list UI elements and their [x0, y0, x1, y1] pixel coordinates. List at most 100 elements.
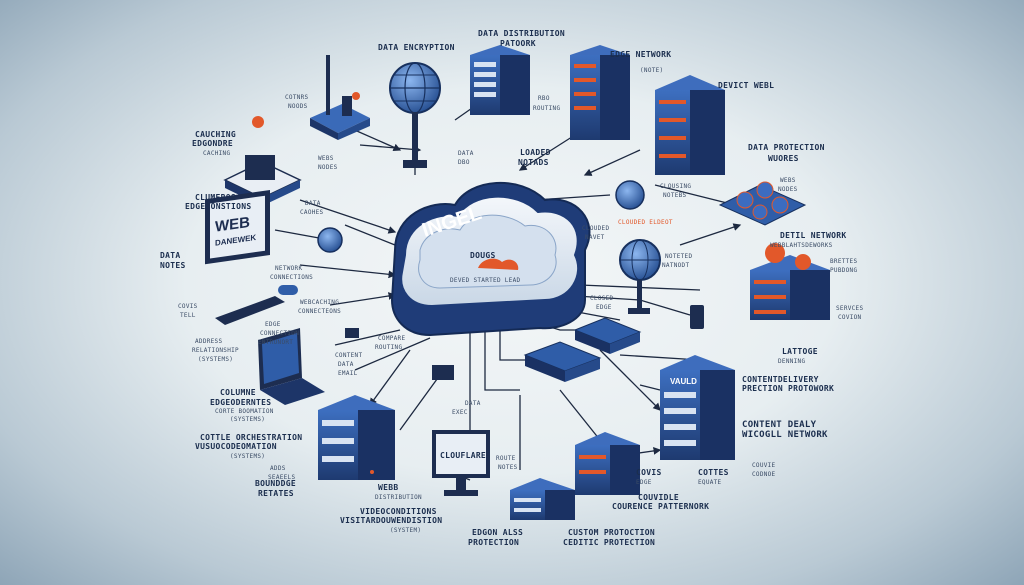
label-orchestration-3: (SYSTEMS) [230, 453, 265, 460]
label-cables-1: COVIS [636, 468, 662, 477]
label-network-connected-2: CONNECTIONS [270, 274, 313, 281]
label-clousing-1: CLOUSING [660, 183, 691, 190]
label-edge-connection-1: EDGE [265, 321, 281, 328]
label-clouded-1: CLOUDED [582, 225, 609, 232]
label-data-protection-2: WUORES [768, 154, 799, 163]
label-content-ready-2: WICOGLL NETWORK [742, 430, 828, 440]
cloud-inner-line-1: DOUGS [470, 251, 496, 260]
label-column-1: COLUMNE [220, 388, 256, 397]
monitor-bottom: CLOUFLARE [432, 430, 490, 496]
label-data-notes-2: NOTES [160, 261, 186, 270]
label-detailed-1: DETIL NETWORK [780, 231, 847, 240]
label-video-2: VISITARDOUWENDISTION [340, 516, 442, 525]
label-couple-2: COURENCE PATTERNORK [612, 502, 709, 511]
globe-top [389, 62, 441, 168]
label-loaded-1: LOADED [520, 148, 551, 157]
label-bounded-2: RETATES [258, 489, 294, 498]
label-cable-right-1: COTTES [698, 468, 729, 477]
label-clousing-2: NOTEBS [663, 192, 687, 199]
label-cache-tell-1: COVIS [178, 303, 198, 310]
label-web-nodes-2: NODES [318, 164, 338, 171]
label-column-4: (SYSTEMS) [230, 416, 265, 423]
label-addr-sec-1: ADDS [270, 465, 286, 472]
label-network-monitor-1: NOTETED [665, 253, 692, 260]
label-brett-2: PUBDONG [830, 267, 857, 274]
label-clouded-2: NAVET [585, 234, 605, 241]
label-address-2: RELATIONSHIP [192, 347, 239, 354]
label-edge-network: EDGE NETWORK [610, 50, 671, 59]
label-web-right-2: NODES [778, 186, 798, 193]
mobile-device [690, 305, 704, 329]
label-content-1: CONTENT [335, 352, 362, 359]
label-content-2: DATA [338, 361, 354, 368]
label-custom-protection-1: CUSTOM PROTOCTION [568, 528, 655, 537]
small-hub [432, 365, 454, 380]
label-data-routing-1: DATA [458, 150, 474, 157]
label-cable-right-2: EQUATE [698, 479, 722, 486]
label-web-dist-1: WEBB [378, 483, 398, 492]
label-custom-protection-2: CEDITIC PROTECTION [563, 538, 655, 547]
central-cloud: INGEL DOUGS DEVED STARTED LEAD [390, 181, 591, 337]
label-data-notes-1: DATA [160, 251, 180, 260]
label-web-right-1: WEBS [780, 177, 796, 184]
label-cdn-delivery-2: PRECTION PROTOWORK [742, 384, 834, 393]
label-cdn-delivery-1: CONTENTDELIVERY [742, 375, 819, 384]
label-brett-1: BRETTES [830, 258, 857, 265]
label-route-1: ROUTE [496, 455, 516, 462]
label-edge-connection-3: ENTRONORT [258, 339, 293, 346]
label-content-ready-1: CONTENT DEALY [742, 420, 817, 430]
globe-right [619, 239, 661, 314]
label-service-1: SERVCES [836, 305, 863, 312]
label-orchestration-1: COTTLE ORCHESTRATION [200, 433, 302, 442]
label-web-caching-2: CONNECTEONS [298, 308, 341, 315]
label-data-distribution-2: PATOORK [500, 39, 536, 48]
label-mobile-cache-2: EDGE [596, 304, 612, 311]
switch-cluster [523, 317, 642, 382]
label-data-routing-2: DBO [458, 159, 470, 166]
label-latest-2: DENNING [778, 358, 805, 365]
server-tall-right: VAULD [660, 355, 735, 460]
label-edge-network-sub: (NOTE) [640, 67, 663, 74]
label-device-web: DEVICT WEBL [718, 81, 774, 90]
globe-network-board [718, 181, 807, 226]
server-stack-bottom-left [318, 395, 395, 480]
cloud-side-label: CLOUDED ELDEOT [618, 219, 673, 226]
label-column-3: CORTE BOOMATION [215, 408, 274, 415]
label-caching-2: EDGONDRE [192, 139, 233, 148]
label-compare-1: COMPARE [378, 335, 405, 342]
label-coaxial-1: COUVIE [752, 462, 776, 469]
label-web-caching-1: WEBCACHING [300, 299, 339, 306]
label-coaxial-2: CODNOE [752, 471, 776, 478]
label-cluster-1: CLUMEROS [195, 193, 236, 202]
label-couple-1: COUVIDLE [638, 493, 679, 502]
label-network-monitor-2: NATNODT [662, 262, 689, 269]
label-data-distribution-1: DATA DISTRIBUTION [478, 29, 565, 38]
label-edge-connection-2: CONNECTION [260, 330, 299, 337]
laptop [258, 328, 325, 405]
connection-lines [274, 84, 742, 481]
label-data-routing-4: ROUTING [533, 105, 560, 112]
node-orb-right [615, 180, 645, 210]
monitor-text-line-1: WEB [215, 214, 250, 236]
label-data-encryption: DATA ENCRYPTION [378, 43, 455, 52]
label-data-routing-3: RBO [538, 95, 550, 102]
label-video-3: (SYSTEM) [390, 527, 421, 534]
label-orchestration-2: VUSUOCODEOMATION [195, 442, 277, 451]
server-stack-right [655, 75, 725, 175]
node-orb-left [317, 227, 343, 253]
switch-bottom [510, 478, 575, 520]
label-content-3: EMAIL [338, 370, 358, 377]
label-caching-1: CAUCHING [195, 130, 236, 139]
label-video-1: VIDEOCONDITIONS [360, 507, 437, 516]
label-bounded-1: BOUNDDGE [255, 479, 296, 488]
label-cache-tell-2: TELL [180, 312, 196, 319]
label-address-3: (SYSTEMS) [198, 356, 233, 363]
label-mobile-cache-1: CLOSED [590, 295, 614, 302]
server-stack-location [750, 243, 830, 320]
label-cdn-nodes-1: COTNRS [285, 94, 309, 101]
label-detailed-2: WEBBLAHTSDEWORKS [770, 242, 833, 249]
small-jack [345, 328, 359, 338]
server-edge-network [570, 45, 630, 140]
